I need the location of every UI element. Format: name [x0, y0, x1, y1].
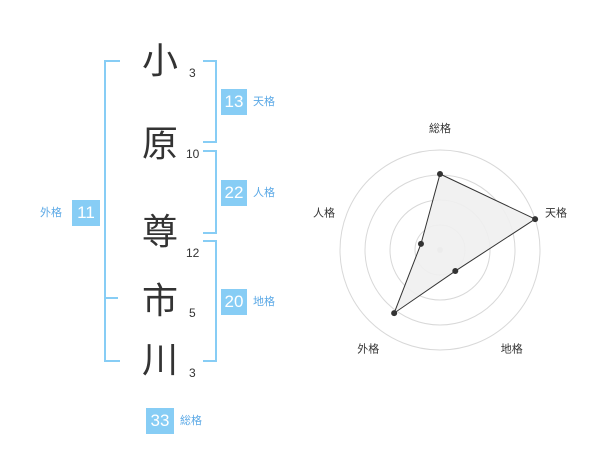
gaikaku-bracket-tick [104, 297, 118, 299]
radar-axis-label-2: 天格 [545, 205, 567, 219]
stroke-count-3: 12 [186, 246, 200, 260]
name-char-1: 小 [142, 41, 179, 82]
jinkaku-value-badge: 22 [221, 180, 247, 206]
radar-axis-label-1: 総格 [429, 121, 451, 135]
stroke-count-4: 5 [189, 306, 196, 320]
tenkaku-value-badge: 13 [221, 89, 247, 115]
gaikaku-bracket [104, 60, 120, 362]
jinkaku-label: 人格 [253, 186, 275, 199]
radar-point-3 [452, 268, 459, 275]
name-char-3: 尊 [142, 212, 179, 253]
name-char-5: 川 [142, 340, 179, 381]
radar-point-1 [437, 171, 443, 177]
tenkaku-bracket [203, 60, 217, 143]
gaikaku-label: 外格 [40, 206, 62, 219]
chikaku-value-badge: 20 [221, 289, 247, 315]
radar-series-points [391, 171, 539, 317]
radar-grid-ring [339, 149, 541, 351]
radar-axis-label-3: 地格 [501, 342, 523, 356]
stroke-count-5: 3 [189, 366, 196, 380]
name-char-2: 原 [142, 124, 179, 165]
stroke-count-1: 3 [189, 66, 196, 80]
radar-point-5 [417, 240, 424, 247]
name-char-4: 市 [142, 281, 179, 322]
radar-point-4 [391, 310, 398, 317]
radar-series-area [393, 173, 537, 315]
tenkaku-label: 天格 [253, 95, 275, 108]
soukaku-label: 総格 [180, 414, 202, 427]
chikaku-label: 地格 [253, 295, 275, 308]
stroke-count-2: 10 [186, 147, 200, 161]
gaikaku-value-badge: 11 [72, 200, 100, 226]
radar-axis-label-4: 外格 [357, 342, 379, 356]
soukaku-value-badge: 33 [146, 408, 174, 434]
radar-point-2 [532, 216, 539, 223]
chikaku-bracket [203, 240, 217, 362]
radar-axis-label-5: 人格 [313, 205, 335, 219]
jinkaku-bracket [203, 150, 217, 234]
